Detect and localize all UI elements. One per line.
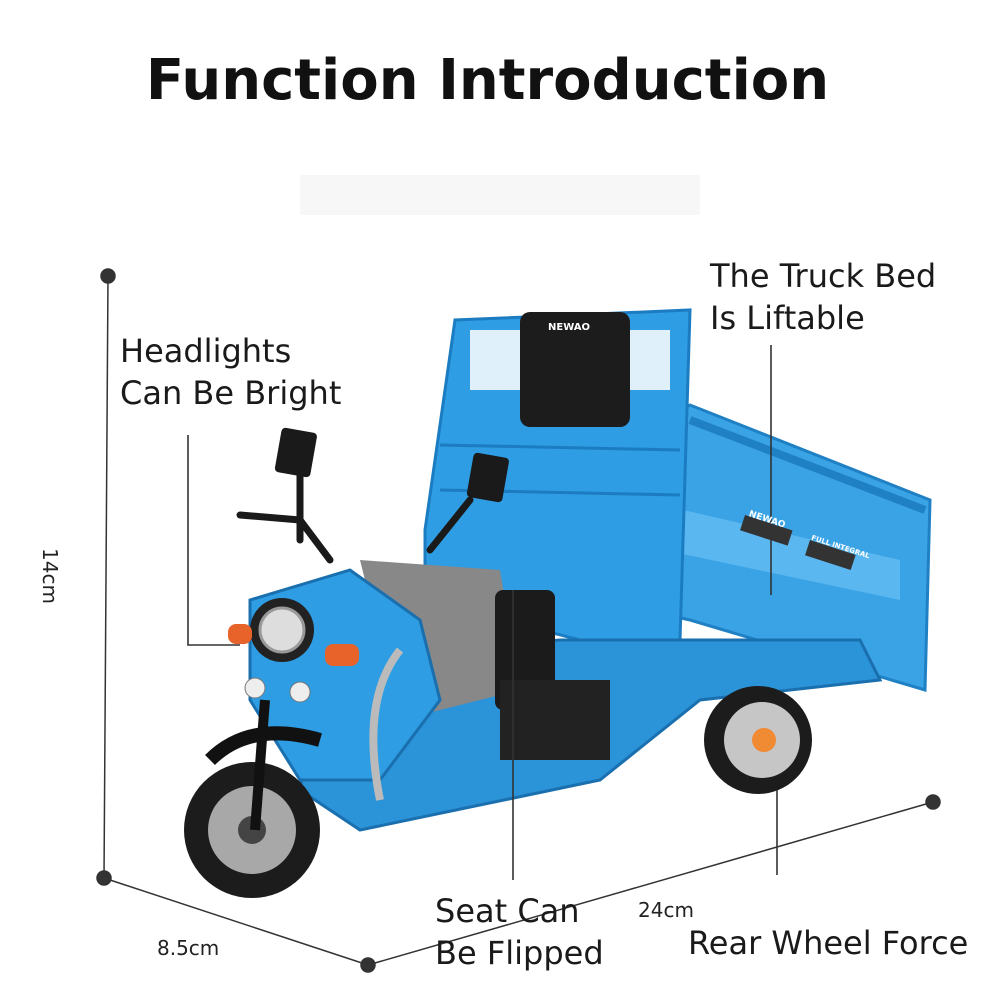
rear-wheel-callout: Rear Wheel Force (688, 924, 969, 962)
truck-bed-callout: The Truck Bed Is Liftable (710, 255, 936, 339)
right-mirror (466, 452, 509, 503)
headlight (228, 598, 359, 703)
length-dimension: 24cm (638, 898, 694, 922)
seat-callout: Seat Can Be Flipped (435, 890, 604, 974)
handlebars (236, 466, 474, 564)
dimension-lines (96, 268, 941, 973)
callout-line-1: The Truck Bed (710, 257, 937, 295)
callout-lines (187, 345, 778, 880)
front-wheel (184, 699, 322, 898)
brand-decal: NEWAO (548, 322, 591, 333)
callout-line-2: Is Liftable (710, 299, 865, 337)
headlights-callout: Headlights Can Be Bright (120, 330, 341, 414)
cab-frame (423, 308, 692, 642)
seat (360, 560, 610, 760)
height-dimension: 14cm (38, 548, 62, 604)
callout-line-1: Seat Can (435, 892, 580, 930)
rear-wheel (704, 686, 812, 794)
callout-line-1: Headlights (120, 332, 292, 370)
callout-line-2: Be Flipped (435, 934, 604, 972)
width-dimension: 8.5cm (157, 936, 220, 960)
page-title: Function Introduction (145, 48, 830, 113)
callout-line-2: Can Be Bright (120, 374, 342, 412)
left-mirror (274, 427, 317, 478)
